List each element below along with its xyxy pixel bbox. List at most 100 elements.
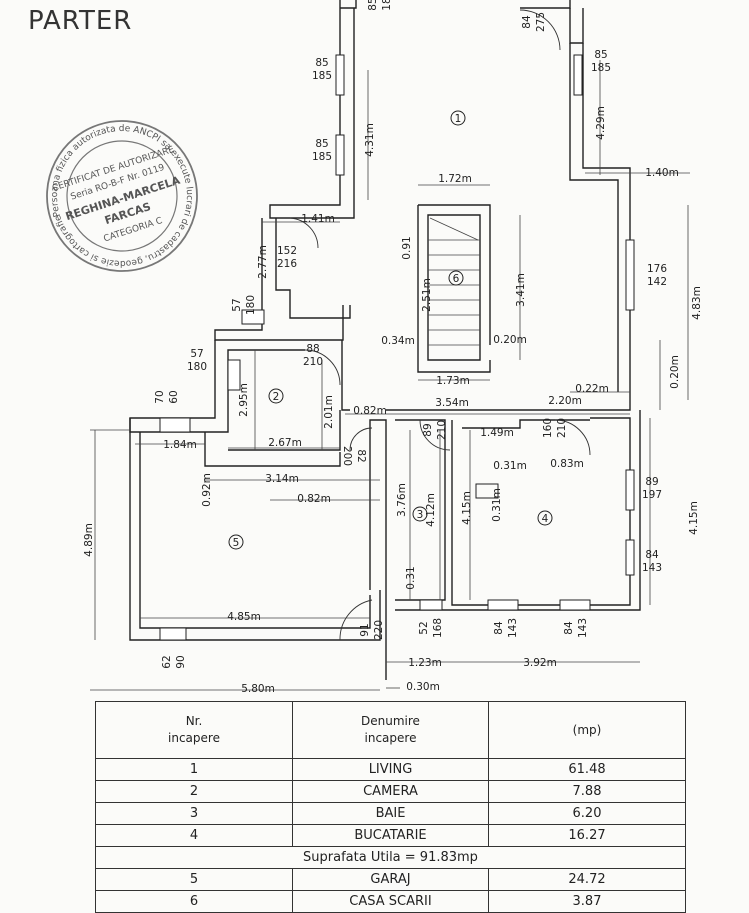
- room-label-4: 4: [542, 513, 549, 525]
- dim-label: 1.73m: [436, 375, 470, 387]
- dim-label: 4.15m: [688, 501, 700, 535]
- opening-h: 60: [168, 390, 180, 403]
- opening-w: 88: [306, 343, 319, 355]
- dim-label: 2.20m: [548, 395, 582, 407]
- opening-h: 197: [642, 489, 662, 501]
- opening-w: 152: [277, 245, 297, 257]
- opening-h: 210: [436, 420, 448, 440]
- dim-label: 3.92m: [523, 657, 557, 669]
- dim-label: 3.14m: [265, 473, 299, 485]
- dim-label: 2.77m: [257, 245, 269, 279]
- opening-h: 142: [647, 276, 667, 288]
- room-label-2: 2: [273, 391, 280, 403]
- opening-h: 143: [577, 618, 589, 638]
- dim-label: 5.80m: [241, 683, 275, 695]
- room-label-6: 6: [453, 273, 460, 285]
- opening-h: 185: [312, 151, 332, 163]
- opening-h: 180: [187, 361, 207, 373]
- header-area: (mp): [488, 701, 686, 759]
- opening-h: 210: [556, 418, 568, 438]
- dim-label: 1.40m: [645, 167, 679, 179]
- dim-label: 0.31m: [493, 460, 527, 472]
- room-label-1: 1: [455, 113, 462, 125]
- room-label-3: 3: [417, 509, 424, 521]
- opening-h: 200: [341, 446, 353, 466]
- dim-label: 3.54m: [435, 397, 469, 409]
- dim-label: 4.85m: [227, 611, 261, 623]
- header-text: Denumire incapere: [361, 714, 420, 745]
- dim-label: 0.22m: [575, 383, 609, 395]
- dim-label: 0.31: [405, 566, 417, 589]
- dim-label: 0.20m: [669, 355, 681, 389]
- cell-name: LIVING: [292, 758, 489, 781]
- opening-h: 143: [507, 618, 519, 638]
- opening-w: 89: [422, 423, 434, 436]
- opening-w: 84: [521, 15, 533, 29]
- useful-area-total: Suprafata Utila = 91.83mp: [95, 846, 686, 869]
- dim-label: 4.12m: [425, 493, 437, 527]
- opening-w: 85: [315, 138, 328, 150]
- table-header-row: Nr. incapere Denumire incapere (mp): [95, 701, 686, 759]
- dim-label: 0.30m: [406, 681, 440, 693]
- opening-h: 275: [535, 12, 547, 32]
- cell-name: GARAJ: [292, 868, 489, 891]
- opening-w: 85: [367, 0, 379, 11]
- cell-nr: 6: [95, 890, 293, 913]
- dim-label: 0.34m: [381, 335, 415, 347]
- dim-label: 2.95m: [238, 383, 250, 417]
- dimension-labels: 4.31m 4.29m 1.72m 1.40m 1.41m 2.77m 0.91…: [83, 106, 703, 695]
- opening-w: 176: [647, 263, 667, 275]
- opening-w: 82: [355, 449, 367, 462]
- opening-h: 210: [303, 356, 323, 368]
- dim-label: 0.20m: [493, 334, 527, 346]
- cell-area: 3.87: [488, 890, 686, 913]
- dim-label: 3.41m: [515, 273, 527, 307]
- opening-h: 216: [277, 258, 297, 270]
- summary-row: Suprafata Utila = 91.83mp: [95, 846, 686, 869]
- opening-h: 18: [381, 0, 393, 11]
- opening-w: 57: [231, 298, 243, 311]
- dim-label: 2.01m: [323, 395, 335, 429]
- opening-w: 91: [359, 623, 371, 636]
- cell-nr: 1: [95, 758, 293, 781]
- opening-w: 160: [542, 418, 554, 438]
- cell-name: CAMERA: [292, 780, 489, 803]
- dim-label: 2.51m: [421, 278, 433, 312]
- dim-label: 1.23m: [408, 657, 442, 669]
- dim-label: 3.76m: [396, 483, 408, 517]
- opening-h: 168: [432, 618, 444, 638]
- dim-label: 0.92m: [201, 473, 213, 507]
- opening-w: 84: [493, 621, 505, 635]
- cell-area: 7.88: [488, 780, 686, 803]
- opening-h: 143: [642, 562, 662, 574]
- cell-name: CASA SCARII: [292, 890, 489, 913]
- windows: [159, 54, 635, 641]
- opening-w: 52: [418, 621, 430, 634]
- dimension-lines: [90, 60, 690, 691]
- cell-name: BAIE: [292, 802, 489, 825]
- walls: [129, 0, 641, 680]
- opening-w: 70: [154, 390, 166, 403]
- dim-label: 4.29m: [595, 106, 607, 140]
- cell-nr: 3: [95, 802, 293, 825]
- opening-w: 84: [563, 621, 575, 635]
- surveyor-stamp: Persoana fizica autorizata de ANCPI sa e…: [31, 105, 213, 287]
- opening-h: 185: [591, 62, 611, 74]
- opening-w: 85: [594, 49, 607, 61]
- dim-label: 0.31m: [491, 488, 503, 522]
- room-labels: 1 2 3 4 5 6: [233, 113, 549, 549]
- opening-h: 185: [312, 70, 332, 82]
- header-text: Nr. incapere: [168, 714, 220, 745]
- cell-nr: 2: [95, 780, 293, 803]
- cell-area: 24.72: [488, 868, 686, 891]
- dim-label: 4.15m: [461, 491, 473, 525]
- opening-w: 85: [315, 57, 328, 69]
- dim-label: 4.31m: [364, 123, 376, 157]
- cell-nr: 5: [95, 868, 293, 891]
